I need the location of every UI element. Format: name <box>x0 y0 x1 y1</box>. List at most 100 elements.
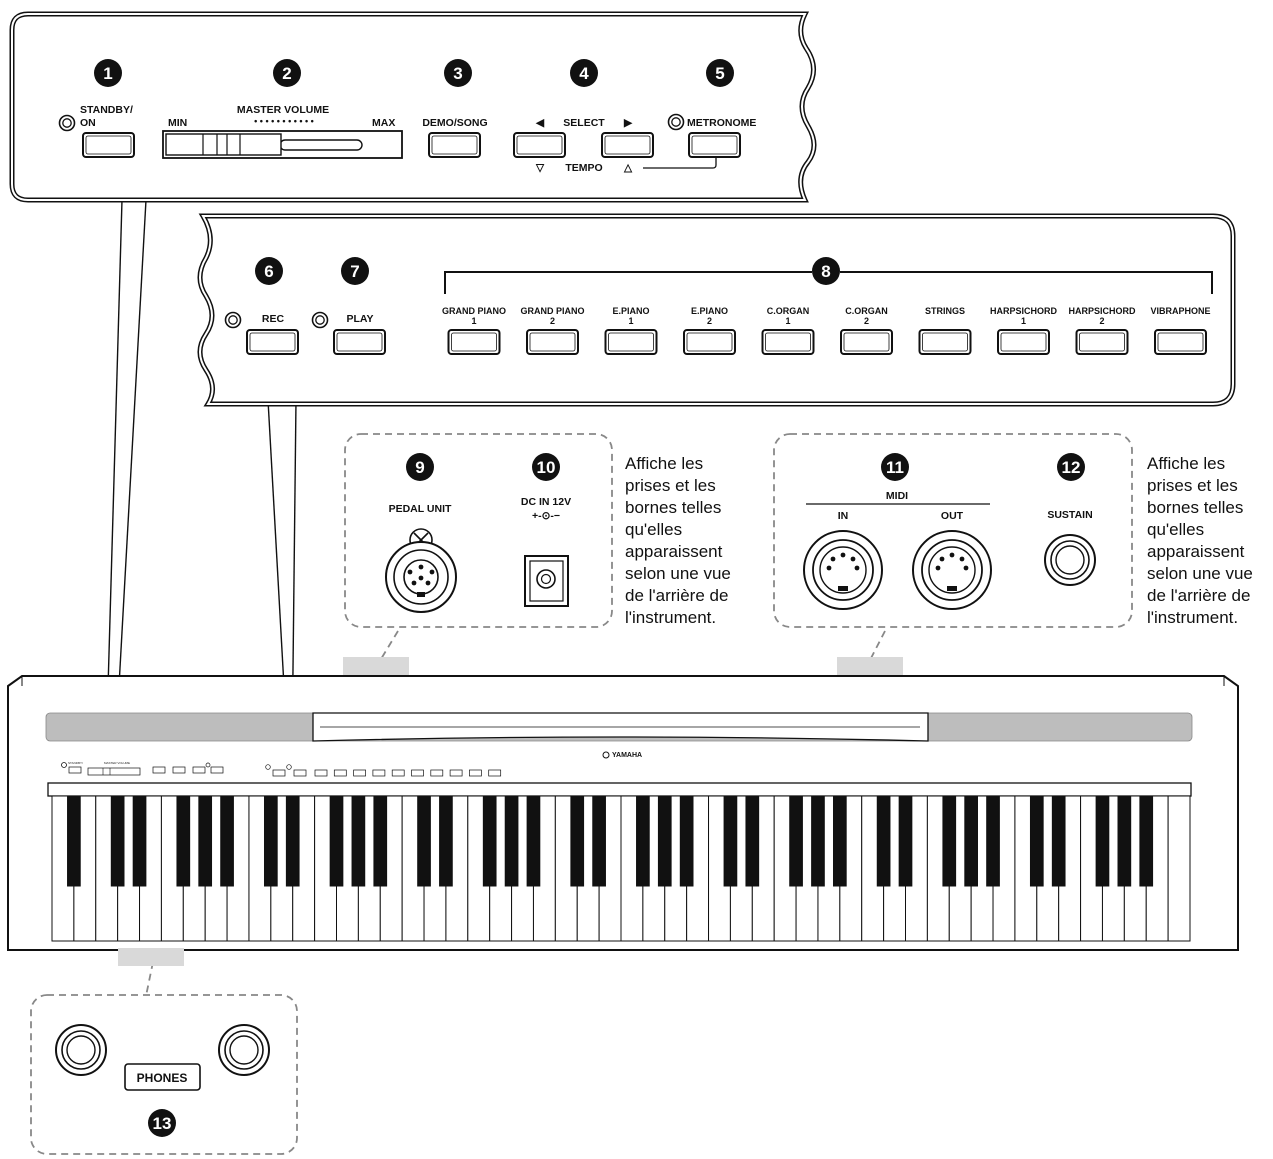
black-key[interactable] <box>679 795 694 887</box>
black-key[interactable] <box>964 795 979 887</box>
black-key[interactable] <box>745 795 760 887</box>
master-volume-slider[interactable] <box>162 130 403 159</box>
black-key[interactable] <box>67 795 81 887</box>
black-key[interactable] <box>526 795 541 887</box>
midi-label: MIDI <box>886 490 908 502</box>
voice-button[interactable] <box>1075 329 1129 355</box>
black-key[interactable] <box>176 795 191 887</box>
black-key[interactable] <box>570 795 585 887</box>
black-key[interactable] <box>898 795 913 887</box>
voice-group-bracket <box>444 271 1213 294</box>
midi-in-jack[interactable] <box>803 530 883 610</box>
voice-button[interactable] <box>997 329 1050 355</box>
demo-song-button[interactable] <box>428 132 481 158</box>
voice-button[interactable] <box>918 329 972 355</box>
black-key[interactable] <box>351 795 366 887</box>
svg-text:YAMAHA: YAMAHA <box>612 752 642 759</box>
black-key[interactable] <box>417 795 431 887</box>
demo-song-label: DEMO/SONG <box>422 117 487 129</box>
black-key[interactable] <box>1139 795 1154 887</box>
black-key[interactable] <box>942 795 957 887</box>
voice-button[interactable] <box>840 329 893 355</box>
voice-label: GRAND PIANO <box>520 306 584 316</box>
standby-led <box>58 114 76 132</box>
select-right-button[interactable] <box>601 132 654 158</box>
metronome-button[interactable] <box>688 132 741 158</box>
mini-voice-button <box>333 769 347 777</box>
black-key[interactable] <box>811 795 825 887</box>
svg-text:10: 10 <box>537 458 556 477</box>
callout-4: 4 <box>570 59 598 87</box>
dc-in-jack[interactable] <box>524 555 569 607</box>
svg-text:7: 7 <box>350 262 359 281</box>
black-key[interactable] <box>723 795 738 887</box>
black-key[interactable] <box>220 795 234 887</box>
voice-button[interactable] <box>447 329 501 355</box>
yamaha-logo: YAMAHA <box>602 751 642 759</box>
dc-polarity-label: +-⊙-− <box>532 510 560 522</box>
play-led <box>311 311 329 329</box>
voice-label-number: 2 <box>864 316 869 326</box>
volume-min-label: MIN <box>168 117 187 129</box>
black-key[interactable] <box>373 795 388 887</box>
black-key[interactable] <box>986 795 1000 887</box>
callout-3: 3 <box>444 59 472 87</box>
voice-label-number: 1 <box>1021 316 1026 326</box>
midi-out-jack[interactable] <box>912 530 992 610</box>
voice-button[interactable] <box>1154 329 1207 355</box>
top-control-panel: 1 2 3 4 5 STANDBY/ ON MASTER VOLUME MIN … <box>9 11 817 203</box>
callout-2: 2 <box>273 59 301 87</box>
tempo-up-glyph: △ <box>623 162 633 174</box>
black-key[interactable] <box>329 795 344 887</box>
mini-voice-button <box>430 769 444 777</box>
black-key[interactable] <box>198 795 213 887</box>
black-key[interactable] <box>592 795 606 887</box>
dc-in-label: DC IN 12V <box>521 496 571 508</box>
white-key[interactable] <box>1167 795 1191 942</box>
play-button[interactable] <box>333 329 386 355</box>
select-left-button[interactable] <box>513 132 566 158</box>
rear-left-note: Affiche les prises et les bornes telles … <box>625 454 736 627</box>
pedal-unit-jack[interactable] <box>385 528 457 613</box>
standby-on-button[interactable] <box>82 132 135 158</box>
black-key[interactable] <box>876 795 891 887</box>
phones-panel: PHONES 13 <box>30 948 298 1155</box>
svg-text:11: 11 <box>886 458 904 477</box>
mini-voice-button <box>488 769 502 777</box>
black-key[interactable] <box>1051 795 1066 887</box>
mini-voice-button <box>314 769 328 777</box>
voice-button[interactable] <box>761 329 815 355</box>
black-key[interactable] <box>657 795 672 887</box>
black-key[interactable] <box>110 795 125 887</box>
voice-label: VIBRAPHONE <box>1150 306 1210 316</box>
select-label: SELECT <box>563 117 605 129</box>
piano-body: YAMAHA STANDBY/ MASTER VOLUME <box>7 675 1239 951</box>
black-key[interactable] <box>789 795 803 887</box>
black-key[interactable] <box>285 795 300 887</box>
callout-12: 12 <box>1057 453 1085 481</box>
black-key[interactable] <box>832 795 847 887</box>
svg-text:MASTER VOLUME: MASTER VOLUME <box>104 761 130 765</box>
phones-jack-right[interactable] <box>218 1024 270 1076</box>
voice-button[interactable] <box>526 329 579 355</box>
black-key[interactable] <box>482 795 497 887</box>
voice-button[interactable] <box>683 329 736 355</box>
black-key[interactable] <box>636 795 650 887</box>
black-key[interactable] <box>1117 795 1132 887</box>
callout-13: 13 <box>148 1109 176 1137</box>
black-key[interactable] <box>439 795 453 887</box>
mini-voice-button <box>469 769 482 777</box>
black-key[interactable] <box>1095 795 1110 887</box>
pedal-unit-label: PEDAL UNIT <box>389 503 452 515</box>
rec-button[interactable] <box>246 329 299 355</box>
black-key[interactable] <box>132 795 147 887</box>
voice-button[interactable] <box>604 329 658 355</box>
phones-jack-left[interactable] <box>55 1024 107 1076</box>
black-key[interactable] <box>263 795 278 887</box>
sustain-jack[interactable] <box>1044 534 1096 586</box>
svg-text:6: 6 <box>264 262 273 281</box>
black-key[interactable] <box>504 795 519 887</box>
black-key[interactable] <box>1029 795 1044 887</box>
